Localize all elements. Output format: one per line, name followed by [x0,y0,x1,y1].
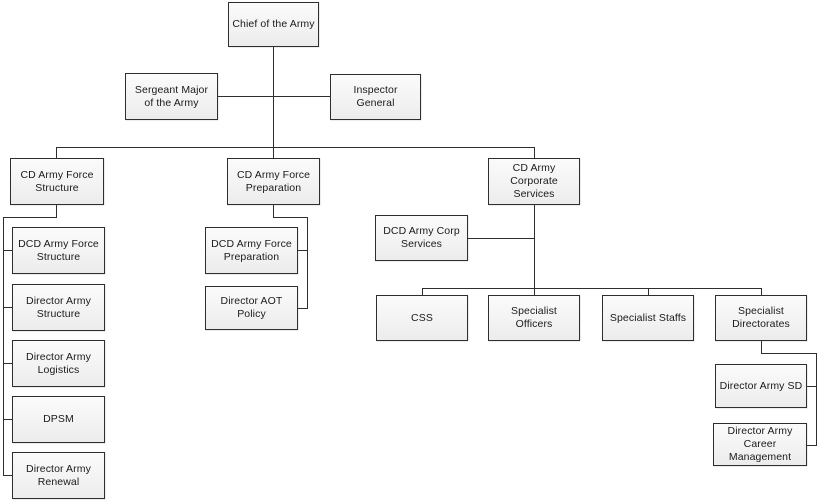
org-node-dir-cm[interactable]: Director Army Career Management [713,423,807,466]
org-node-label: DPSM [43,413,74,425]
connector-spec-dir-spine [816,353,818,446]
org-node-sgt-major[interactable]: Sergeant Major of the Army [125,73,218,120]
connector-spec-dir-corner [761,353,817,355]
org-node-label: Director Army SD [719,379,803,392]
org-node-label: Director Army Structure [26,294,91,320]
org-node-dcd-acs[interactable]: DCD Army Corp Services [375,215,468,261]
org-node-label: CD Army Force Preparation [236,168,311,194]
connector-acs-spine [534,205,536,295]
org-node-label: Director Army Logistics [26,350,91,376]
org-node-cd-afp[interactable]: CD Army Force Preparation [227,158,320,205]
connector-afs-stub-5 [3,475,13,477]
connector-dir-sd-stub [807,386,817,388]
org-node-spec-dir[interactable]: Specialist Directorates [715,295,807,341]
connector-afs-stem [56,205,58,217]
connector-afs-stub-3 [3,363,13,365]
connector-spec-off-drop [534,288,536,296]
org-node-label: DCD Army Corp Services [383,225,460,250]
org-node-dir-aot[interactable]: Director AOT Policy [205,286,298,330]
org-node-label: DCD Army Force Structure [18,237,99,263]
connector-sgt-major-link [218,96,274,98]
org-node-dir-ar[interactable]: Director Army Renewal [12,452,105,499]
connector-afs-column-spine [3,217,5,476]
connector-inspector-link [273,96,331,98]
org-node-label: Director AOT Policy [220,295,283,320]
connector-afp-stub-1 [298,250,308,252]
org-node-label: CSS [411,311,433,324]
org-node-dpsm[interactable]: DPSM [12,396,105,443]
org-node-label: Director Army Career Management [727,425,793,463]
connector-acs-drop [534,147,536,159]
org-node-label: Director Army Renewal [26,462,91,488]
org-node-inspector[interactable]: Inspector General [330,74,421,120]
org-node-label: Sergeant Major of the Army [134,83,209,109]
org-node-chief[interactable]: Chief of the Army [228,2,319,47]
connector-afs-drop [56,147,58,159]
connector-afs-corner [3,217,57,219]
connector-afs-stub-1 [3,250,13,252]
connector-dir-cm-stub [807,445,817,447]
org-node-dcd-afp[interactable]: DCD Army Force Preparation [205,227,298,274]
org-node-spec-staff[interactable]: Specialist Staffs [602,295,694,341]
org-node-cd-afs[interactable]: CD Army Force Structure [10,158,104,205]
connector-afp-stub-2 [298,308,308,310]
connector-afs-stub-4 [3,419,13,421]
org-node-dir-as[interactable]: Director Army Structure [12,284,105,331]
connector-chief-spine [273,47,275,148]
connector-dcd-acs-link [468,238,535,240]
connector-spec-staff-drop [648,288,650,296]
connector-afs-stub-2 [3,307,13,309]
org-node-css[interactable]: CSS [376,295,468,341]
org-node-label: Specialist Officers [511,305,557,330]
connector-afp-column-spine [307,217,309,309]
org-node-label: Specialist Staffs [609,311,687,324]
org-node-dcd-afs[interactable]: DCD Army Force Structure [12,227,105,274]
org-node-label: Specialist Directorates [732,305,790,330]
connector-spec-dir-stem [761,341,763,354]
org-node-label: CD Army Force Structure [20,168,94,194]
org-node-label: Inspector General [353,84,398,109]
connector-bottom-bus [422,288,762,290]
connector-css-drop [422,288,424,296]
connector-level3-bus [56,147,534,149]
org-node-label: Chief of the Army [232,18,315,30]
org-node-dir-sd[interactable]: Director Army SD [715,364,807,408]
connector-afp-corner [273,217,308,219]
org-node-label: DCD Army Force Preparation [211,237,292,263]
org-node-cd-acs[interactable]: CD Army Corporate Services [488,158,580,205]
org-node-spec-off[interactable]: Specialist Officers [488,295,580,341]
connector-afp-drop [273,147,275,159]
connector-afp-stem [273,205,275,217]
connector-spec-dir-drop [761,288,763,296]
org-node-label: CD Army Corporate Services [510,162,558,200]
org-node-dir-al[interactable]: Director Army Logistics [12,340,105,387]
